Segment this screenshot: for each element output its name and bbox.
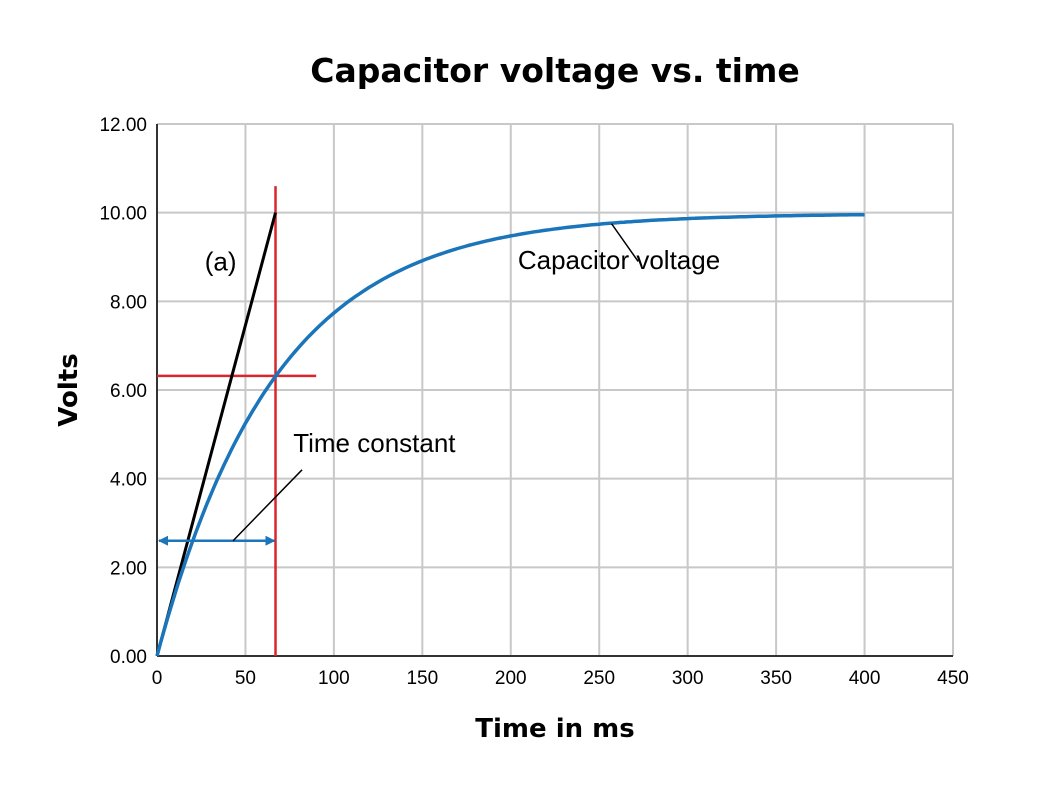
y-tick-labels: 0.00 2.00 4.00 6.00 8.00 10.00 12.00 (99, 115, 147, 668)
x-tick-label: 150 (406, 668, 438, 689)
time-constant-label: Time constant (293, 428, 456, 458)
grid (157, 123, 954, 656)
x-tick-label: 400 (849, 668, 881, 689)
plot-marks: (a) Time constant Capacitor voltage (155, 186, 865, 657)
y-tick-label: 10.00 (99, 204, 147, 225)
y-axis-label: Volts (54, 353, 84, 426)
curve-label-leader-line (610, 223, 639, 262)
y-tick-label: 12.00 (99, 115, 147, 136)
x-tick-label: 250 (583, 668, 615, 689)
y-tick-label: 0.00 (110, 647, 147, 668)
chart-title: Capacitor voltage vs. time (310, 51, 800, 90)
y-tick-label: 6.00 (110, 381, 147, 402)
x-tick-label: 50 (235, 668, 256, 689)
x-tick-labels: 0 50 100 150 200 250 300 350 400 450 (152, 668, 969, 689)
x-tick-label: 200 (495, 668, 527, 689)
tangent-line (155, 212, 277, 657)
x-tick-label: 0 (152, 668, 163, 689)
x-tick-label: 350 (760, 668, 792, 689)
time-constant-leader-line (232, 469, 303, 542)
x-tick-label: 450 (937, 668, 969, 689)
y-tick-label: 2.00 (110, 558, 147, 579)
tangent-label: (a) (205, 246, 237, 276)
y-tick-label: 4.00 (110, 470, 147, 491)
y-tick-label: 8.00 (110, 292, 147, 313)
curve-label: Capacitor voltage (518, 245, 720, 275)
axes (156, 124, 953, 657)
capacitor-voltage-curve (155, 212, 865, 657)
x-axis-label: Time in ms (475, 714, 634, 744)
x-tick-label: 300 (672, 668, 704, 689)
x-tick-label: 100 (318, 668, 350, 689)
